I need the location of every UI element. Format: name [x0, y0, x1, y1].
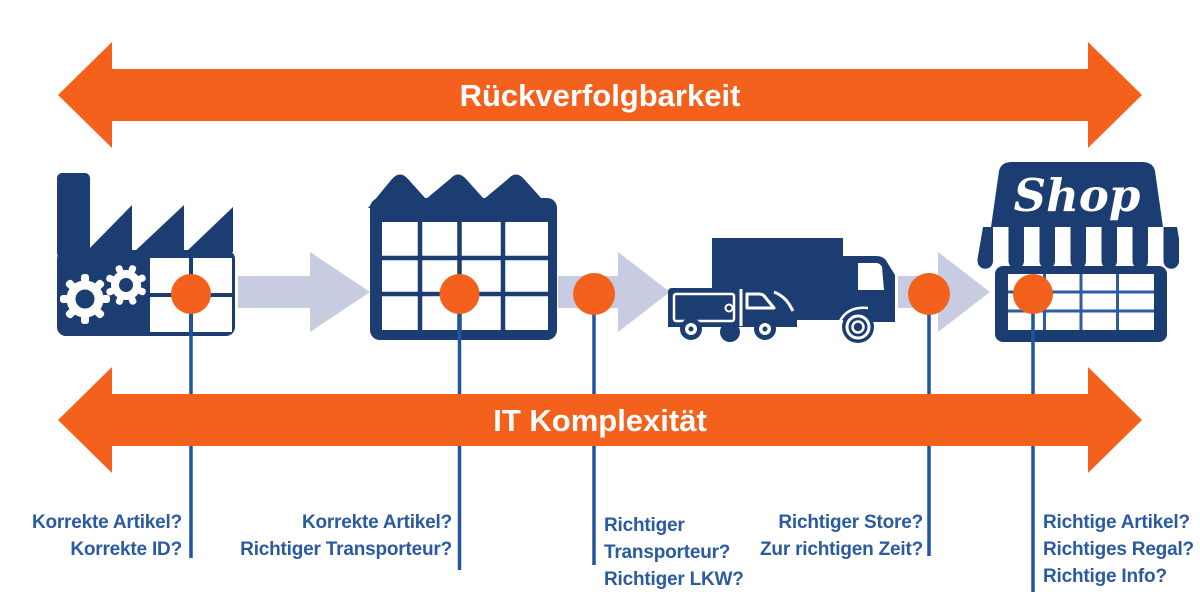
it-complexity-arrow: IT Komplexität: [58, 367, 1142, 473]
it-complexity-arrow-label: IT Komplexität: [493, 403, 707, 438]
flow-arrow-icon: [238, 252, 370, 332]
checkpoint-dot: [1013, 274, 1053, 314]
checkpoint-label-line: Zur richtigen Zeit?: [760, 539, 923, 560]
checkpoint-label-line: Richtiger Store?: [778, 512, 923, 533]
gear-icon: [60, 274, 110, 324]
traceability-arrow-label: Rückverfolgbarkeit: [460, 78, 741, 113]
delivery-trucks-icon: [668, 238, 895, 343]
checkpoint-label-line: Richtige Artikel?: [1043, 512, 1190, 533]
checkpoint-label-line: Korrekte Artikel?: [301, 512, 452, 533]
checkpoint-label-line: Korrekte ID?: [70, 539, 182, 560]
factory-gears-icon: [57, 173, 235, 336]
checkpoint-label-line: Korrekte Artikel?: [31, 512, 182, 533]
wheel-icon: [680, 318, 702, 340]
checkpoint-dots: [171, 273, 1053, 315]
checkpoint-label-transport: Richtiger Transporteur? Richtiger LKW?: [604, 512, 819, 593]
shop-sign-text: Shop: [1014, 169, 1141, 222]
checkpoint-label-shelf: Richtige Artikel? Richtiges Regal? Richt…: [1043, 509, 1200, 590]
checkpoint-label-line: Richtiger LKW?: [604, 569, 744, 590]
checkpoint-dot: [171, 274, 211, 314]
checkpoint-label-line: Richtiger Transporteur?: [240, 539, 452, 560]
shop-storefront-icon: Shop: [977, 162, 1183, 342]
gear-icon: [106, 265, 146, 305]
checkpoint-dot: [439, 274, 480, 314]
traceability-arrow: Rückverfolgbarkeit: [58, 42, 1142, 148]
checkpoint-label-line: Richtige Info?: [1043, 566, 1167, 587]
checkpoint-label-warehouse: Korrekte Artikel? Richtiger Transporteur…: [224, 509, 452, 563]
checkpoint-label-line: Richtiger: [604, 515, 685, 536]
checkpoint-dot: [908, 273, 950, 315]
wheel-icon: [754, 318, 776, 340]
warehouse-grid-icon: [368, 174, 557, 340]
checkpoint-label-line: Transporteur?: [604, 542, 731, 563]
checkpoint-label-line: Richtiges Regal?: [1043, 539, 1194, 560]
checkpoint-label-store: Richtiger Store? Zur richtigen Zeit?: [716, 509, 923, 563]
checkpoint-label-factory: Korrekte Artikel? Korrekte ID?: [14, 509, 182, 563]
checkpoint-dot: [573, 273, 615, 315]
awning-scallops: [977, 253, 1179, 269]
